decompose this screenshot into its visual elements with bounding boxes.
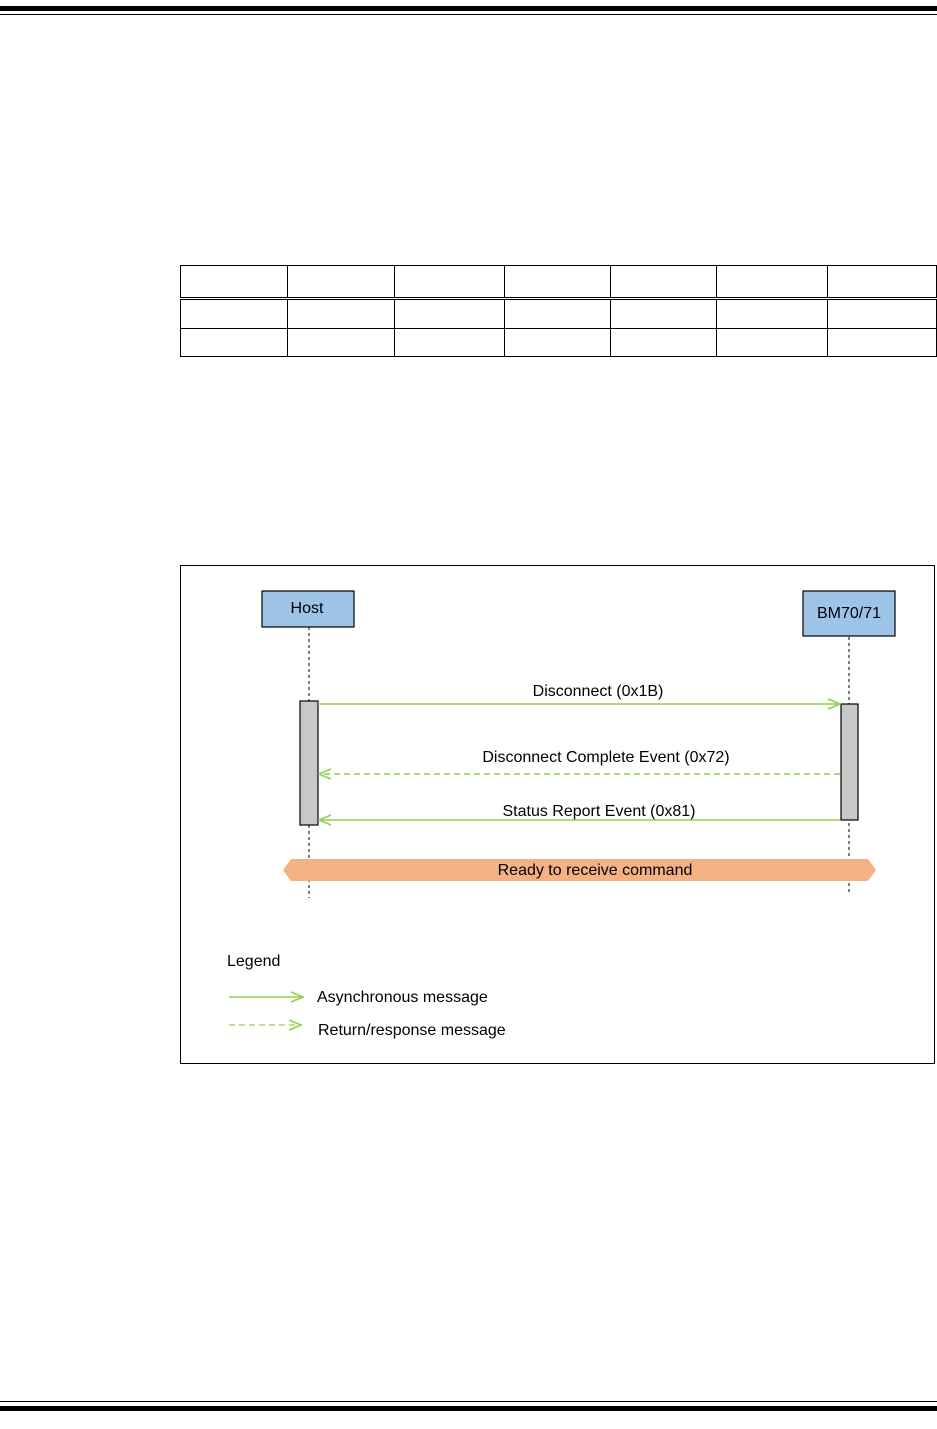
module-participant-box [802,590,896,637]
message-label-disconnect-complete: Disconnect Complete Event (0x72) [482,749,729,766]
module-activation-bar [840,703,859,821]
table-cell [394,298,505,329]
table-cell [610,264,717,301]
table-cell [504,264,611,301]
table-cell [504,298,611,329]
sequence-diagram-svg: Host BM70/71 Disconnect (0x1B) Disconnec… [227,590,896,1039]
table-cell [827,327,937,358]
table-cell [610,327,717,358]
host-participant-box [261,590,355,628]
table-cell [287,327,395,358]
table-row [180,298,937,329]
table-cell [394,327,505,358]
data-table [180,264,937,358]
legend-title: Legend [227,953,280,970]
message-label-disconnect: Disconnect (0x1B) [533,683,664,700]
table-cell [504,327,611,358]
sequence-diagram: Host BM70/71 Disconnect (0x1B) Disconnec… [180,565,935,1064]
table-cell [827,298,937,329]
message-label-status-report: Status Report Event (0x81) [503,803,696,820]
top-rule-thin [0,14,937,15]
host-participant-label: Host [291,600,324,617]
ready-state-banner [283,859,876,881]
bottom-rule-thin [0,1401,937,1402]
top-rule-thick [0,6,937,11]
ready-state-label: Ready to receive command [498,862,693,879]
table-cell [287,298,395,329]
module-participant-label: BM70/71 [817,605,881,622]
table-cell [716,298,828,329]
table-cell [180,264,288,301]
legend-async-label: Asynchronous message [317,989,488,1006]
table-row [180,327,937,358]
table-cell [716,327,828,358]
host-activation-bar [299,700,319,826]
table-cell [287,264,395,301]
legend-response-label: Return/response message [318,1022,506,1039]
bottom-rule-thick [0,1406,937,1411]
table-cell [180,327,288,358]
table-cell [394,264,505,301]
table-cell [180,298,288,329]
table-cell [716,264,828,301]
table-cell [827,264,937,301]
table-cell [610,298,717,329]
table-header-row [180,264,937,301]
